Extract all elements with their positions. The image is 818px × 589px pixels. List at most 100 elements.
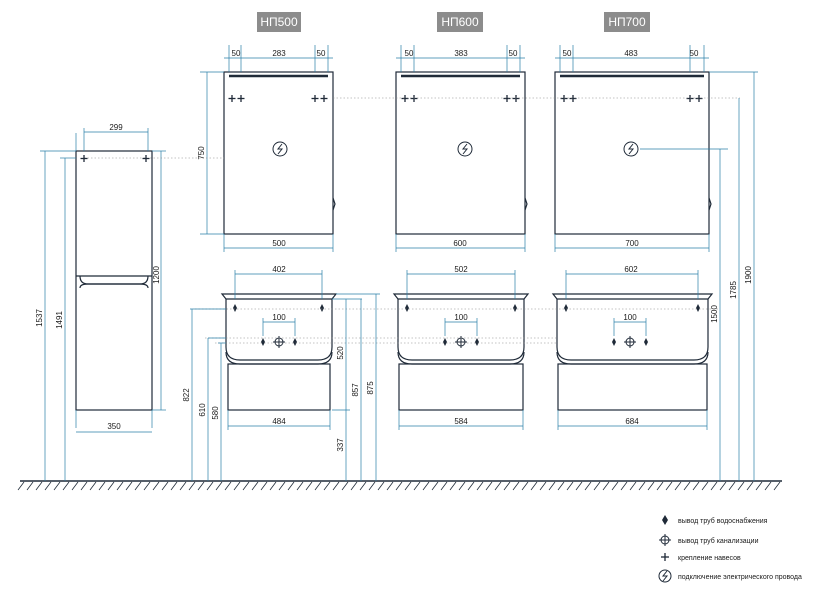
model-title-text: НП700 [608, 15, 646, 29]
floor-hatch-line [485, 481, 493, 491]
floor-hatch-line [188, 481, 196, 491]
electric-connection-icon [658, 569, 672, 583]
vanity-height-822: 822 [182, 388, 191, 402]
floor-hatch-line [368, 481, 376, 491]
floor-hatch-line [413, 481, 421, 491]
floor-hatch-line [539, 481, 547, 491]
floor-hatch-line [530, 481, 538, 491]
floor-hatch-line [683, 481, 691, 491]
legend-item: вывод труб водоснабжения [662, 515, 768, 525]
floor-hatch-line [566, 481, 574, 491]
floor-hatch-line [287, 481, 295, 491]
mirror-margin-left: 50 [563, 49, 572, 58]
vanity-height-610: 610 [198, 403, 207, 417]
mirror-margin-right: 50 [317, 49, 326, 58]
drain-spacing: 100 [454, 313, 468, 322]
mirror-height: 750 [197, 146, 206, 160]
cabinet-bottom-width: 350 [107, 422, 121, 431]
mirror-margin-right: 50 [690, 49, 699, 58]
sink-width: 584 [454, 417, 468, 426]
vanity-np700: 602 100 684 [551, 265, 714, 430]
floor-hatch-line [692, 481, 700, 491]
mirror-np600: 50 383 50 600 [395, 45, 528, 252]
floor-hatch-line [26, 481, 34, 491]
mirror-width: 700 [625, 239, 639, 248]
electric-connection-icon [272, 141, 288, 157]
vanity-height-337: 337 [336, 438, 345, 452]
floor-hatch-line [593, 481, 601, 491]
floor-hatch-line [233, 481, 241, 491]
tall-cabinet: 299 350 1200 1537 1491 [35, 123, 166, 481]
sewer-outlet-icon [624, 336, 636, 348]
floor-hatch-line [296, 481, 304, 491]
floor-hatch-line [422, 481, 430, 491]
mirror-width: 500 [272, 239, 286, 248]
vanity-height-875: 875 [366, 381, 375, 395]
vanity-height-dims: 822 610 580 520 337 857 875 [182, 293, 720, 481]
floor-hatch-line [386, 481, 394, 491]
floor-hatch-line [431, 481, 439, 491]
floor-hatch-line [449, 481, 457, 491]
mirror-np500: 50 283 50 750 500 [197, 45, 336, 252]
mirror-inner-width: 483 [624, 49, 638, 58]
mirror-inner-width: 383 [454, 49, 468, 58]
legend-label: крепление навесов [678, 555, 741, 562]
floor-hatch-line [710, 481, 718, 491]
sink-width: 484 [272, 417, 286, 426]
floor-hatch-line [71, 481, 79, 491]
floor-hatch-line [35, 481, 43, 491]
floor-hatch-line [251, 481, 259, 491]
mount-point-icon [560, 95, 703, 102]
vanity-height-520: 520 [336, 346, 345, 360]
drain-spacing: 100 [623, 313, 637, 322]
floor-hatch-line [773, 481, 781, 491]
mirror-margin-left: 50 [405, 49, 414, 58]
cabinet-upper-height: 1200 [152, 266, 161, 284]
floor-hatch-line [764, 481, 772, 491]
vanity-height-857: 857 [351, 383, 360, 397]
floor-hatch-line [656, 481, 664, 491]
water-supply-icon [662, 515, 668, 525]
mirror-height-1500: 1500 [710, 305, 719, 323]
floor-hatch-line [269, 481, 277, 491]
floor-hatch-line [152, 481, 160, 491]
sink-inner-width: 502 [454, 265, 468, 274]
floor-hatch-line [611, 481, 619, 491]
floor-hatch-line [125, 481, 133, 491]
floor-hatch-line [242, 481, 250, 491]
floor-hatch-line [701, 481, 709, 491]
floor-hatch-line [53, 481, 61, 491]
floor-hatch-line [404, 481, 412, 491]
sink-inner-width: 402 [272, 265, 286, 274]
floor-hatch-line [341, 481, 349, 491]
legend-label: вывод труб водоснабжения [678, 517, 768, 525]
floor-hatch-line [260, 481, 268, 491]
mirror-margin-left: 50 [232, 49, 241, 58]
floor-hatch-line [305, 481, 313, 491]
vanity-height-580: 580 [211, 406, 220, 420]
floor-hatch-line [17, 481, 25, 491]
legend-item: подключение электрического провода [658, 569, 802, 583]
cabinet-body-height: 1491 [55, 311, 64, 329]
floor-hatch-line [314, 481, 322, 491]
electric-connection-icon [457, 141, 473, 157]
floor-hatch-line [89, 481, 97, 491]
floor-hatch-line [575, 481, 583, 491]
legend-label: подключение электрического провода [678, 574, 802, 581]
water-supply-icon [405, 304, 517, 346]
drain-spacing: 100 [272, 313, 286, 322]
floor-hatch-line [332, 481, 340, 491]
floor-hatch-line [584, 481, 592, 491]
model-title-np600: НП600 [437, 12, 483, 32]
floor-hatch-line [215, 481, 223, 491]
floor-hatch-line [179, 481, 187, 491]
model-title-text: НП500 [260, 15, 298, 29]
floor-hatch-line [134, 481, 142, 491]
model-title-np500: НП500 [257, 12, 301, 32]
floor-hatch-line [116, 481, 124, 491]
mount-point-icon [401, 95, 520, 102]
floor-hatch-line [737, 481, 745, 491]
floor-hatch-line [440, 481, 448, 491]
mount-point-icon [228, 95, 328, 102]
mirror-height-1900: 1900 [744, 266, 753, 284]
